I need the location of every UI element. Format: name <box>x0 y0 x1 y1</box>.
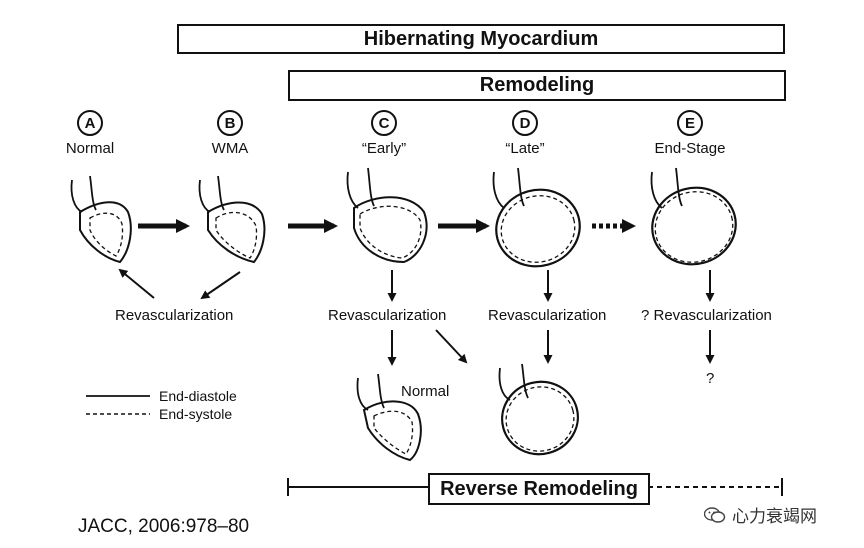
remodeling-banner: Remodeling <box>288 70 786 101</box>
heart-b-wma <box>198 175 266 264</box>
legend-systole-label: End-systole <box>159 406 233 422</box>
stage-e-label: End-Stage <box>654 140 726 157</box>
citation: JACC, 2006:978–80 <box>78 516 250 537</box>
stage-e-letter: E <box>677 110 703 136</box>
hibernating-banner-label: Hibernating Myocardium <box>363 27 599 50</box>
reverse-remodeling-label: Reverse Remodeling <box>440 477 638 500</box>
arrow-b-to-revasc <box>200 271 241 300</box>
revascularization-e-label: ? Revascularization <box>641 307 772 324</box>
revascularization-ab-label: Revascularization <box>115 307 234 324</box>
heart-c-early <box>346 167 428 264</box>
revascularization-c-label: Revascularization <box>328 307 447 324</box>
stage-c-letter: C <box>371 110 397 136</box>
heart-d-outcome <box>498 363 579 456</box>
hibernating-banner: Hibernating Myocardium <box>177 24 785 54</box>
watermark-text: 心力衰竭网 <box>732 507 817 526</box>
arrow-c-revasc-diagonal <box>435 329 468 364</box>
stage-b-label: WMA <box>211 140 249 157</box>
watermark: 心力衰竭网 <box>704 502 817 527</box>
heart-a-normal <box>70 175 132 264</box>
arrow-revasc-to-a <box>118 268 155 299</box>
stage-a-label: Normal <box>65 140 115 157</box>
heart-e-end-stage <box>650 167 737 266</box>
wechat-icon <box>704 506 726 523</box>
revascularization-e-outcome: ? <box>706 370 715 387</box>
stage-c-label: “Early” <box>361 140 407 157</box>
normal-outcome-label: Normal <box>401 383 450 400</box>
stage-d-label: “Late” <box>505 140 545 157</box>
stage-d-letter: D <box>512 110 538 136</box>
reverse-remodeling-banner: Reverse Remodeling <box>428 473 650 505</box>
stage-b-letter: B <box>217 110 243 136</box>
heart-d-late <box>492 167 581 268</box>
legend-diastole-label: End-diastole <box>159 388 237 404</box>
remodeling-banner-label: Remodeling <box>479 74 595 96</box>
revascularization-d-label: Revascularization <box>488 307 607 324</box>
stage-a-letter: A <box>77 110 103 136</box>
